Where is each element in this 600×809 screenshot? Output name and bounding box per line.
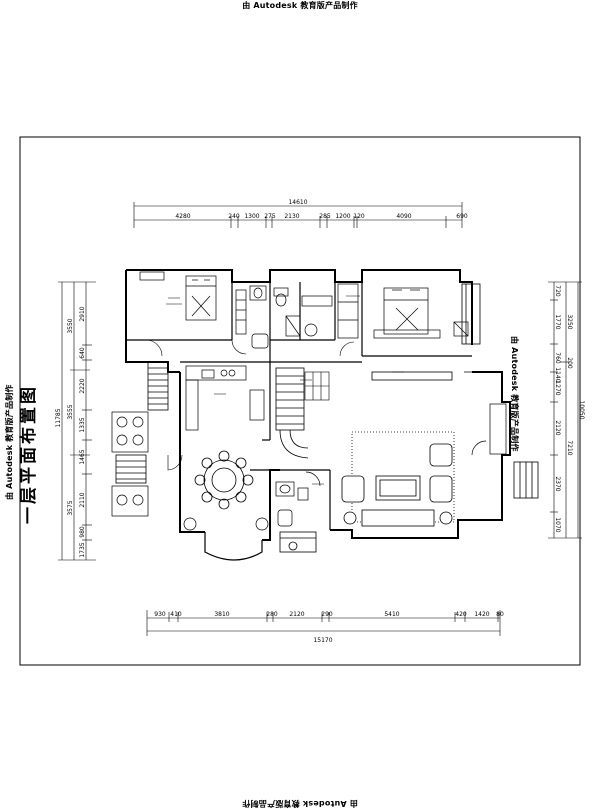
dim-top-7: 1200	[335, 213, 350, 220]
dim-right-inner-6: 2120	[554, 420, 561, 435]
dim-left-inner-2: 640	[79, 347, 86, 359]
dim-right-mid-2: 7210	[566, 440, 573, 455]
dim-left-mid-2: 3555	[67, 404, 74, 419]
bedroom-left	[139, 271, 247, 335]
dim-bottom-8: 420	[455, 611, 467, 618]
top-dim-labels: 4280 240 1300 275 2130 285 1200 120 4090…	[175, 213, 468, 220]
dim-top-total: 14610	[288, 199, 307, 206]
bottom-dimensions	[146, 610, 501, 636]
dim-top-2: 240	[228, 213, 240, 220]
dim-top-6: 285	[319, 213, 331, 220]
dim-left-inner-8: 1735	[79, 542, 86, 557]
right-dimensions	[548, 281, 582, 539]
left-dimensions	[58, 281, 96, 561]
master-door-swing	[339, 341, 355, 357]
kitchen	[185, 365, 265, 431]
dim-left-inner-4: 1335	[79, 417, 86, 432]
dim-right-mid-1: 3250	[566, 314, 573, 329]
bathroom-top	[249, 285, 333, 349]
dim-top-1: 4280	[175, 213, 190, 220]
dim-bottom-6: 290	[321, 611, 333, 618]
plant-dining	[183, 517, 197, 531]
dim-bottom-2: 410	[170, 611, 182, 618]
dim-bottom-9: 1420	[474, 611, 489, 618]
left-dim-mid-labels: 3550 3555 3575	[67, 318, 74, 515]
dim-top-4: 275	[264, 213, 276, 220]
dining-table	[194, 450, 254, 510]
dim-bottom-4: 280	[266, 611, 278, 618]
planter-boxes	[111, 411, 149, 517]
main-staircase	[275, 367, 309, 459]
dim-left-inner-3: 2220	[79, 378, 86, 393]
dim-left-inner-7: 980	[79, 526, 86, 538]
bedroom-left-door-swing	[231, 339, 247, 355]
interior-walls	[126, 282, 472, 530]
living-sofa-set	[341, 443, 453, 527]
outside-steps-right	[513, 461, 539, 499]
dim-right-inner-5: 1270	[554, 380, 561, 395]
dim-right-total: 10050	[578, 400, 585, 419]
dim-bottom-5: 2120	[289, 611, 304, 618]
dim-left-inner-6: 2110	[79, 492, 86, 507]
dim-left-inner-5: 1465	[79, 449, 86, 464]
dim-bottom-total: 15170	[313, 637, 332, 644]
dim-bottom-3: 3810	[214, 611, 229, 618]
dim-left-mid-1: 3550	[67, 318, 74, 333]
entrance-stairs-top	[147, 361, 169, 411]
dim-top-10: 690	[456, 213, 468, 220]
dim-right-inner-1: 720	[554, 285, 561, 297]
bottom-dim-labels: 930 410 3810 280 2120 290 5410 420 1420 …	[154, 611, 504, 618]
right-dim-mid-labels: 3250 7210	[566, 314, 573, 455]
entrance-stairs-bottom	[115, 454, 147, 484]
living-tv-cabinet	[371, 371, 453, 381]
dim-top-3: 1300	[244, 213, 259, 220]
top-dimensions	[133, 202, 463, 228]
dim-right-inner-7: 2370	[554, 476, 561, 491]
room-label-marks	[166, 295, 404, 485]
dining-bay-window	[204, 532, 263, 561]
dim-top-5: 2130	[284, 213, 299, 220]
stair-storage	[304, 371, 330, 401]
dim-top-9: 4090	[396, 213, 411, 220]
dim-bottom-10: 80	[496, 611, 504, 618]
upper-door-swing	[145, 339, 163, 357]
dim-right-inner-2: 1770	[554, 314, 561, 329]
dim-right-inner-4: 1140	[554, 367, 561, 382]
right-dim-inner-labels: 720 1770 760 1140 1270 2120 2370 1070	[554, 285, 561, 533]
dim-right-small: 200	[566, 357, 573, 369]
dim-top-8: 120	[353, 213, 365, 220]
dim-right-inner-8: 1070	[554, 517, 561, 532]
dim-left-total: 11785	[55, 408, 62, 427]
dim-left-mid-3: 3575	[67, 500, 74, 515]
left-dim-inner-labels: 2910 640 2220 1335 1465 2110 980 1735	[79, 306, 86, 557]
plant-dining-2	[255, 517, 269, 531]
bathroom-lower	[275, 471, 321, 527]
dim-bottom-1: 930	[154, 611, 166, 618]
dim-left-inner-1: 2910	[79, 306, 86, 321]
lower-balcony	[279, 531, 317, 553]
sheet-frame	[19, 136, 581, 666]
living-side-details	[464, 371, 507, 456]
entrance-door-swing	[167, 454, 183, 471]
watermark-top: 由 Autodesk 教育版产品制作	[242, 1, 358, 10]
dim-right-inner-3: 760	[554, 352, 561, 364]
dim-bottom-7: 5410	[384, 611, 399, 618]
master-bedroom	[337, 283, 469, 339]
